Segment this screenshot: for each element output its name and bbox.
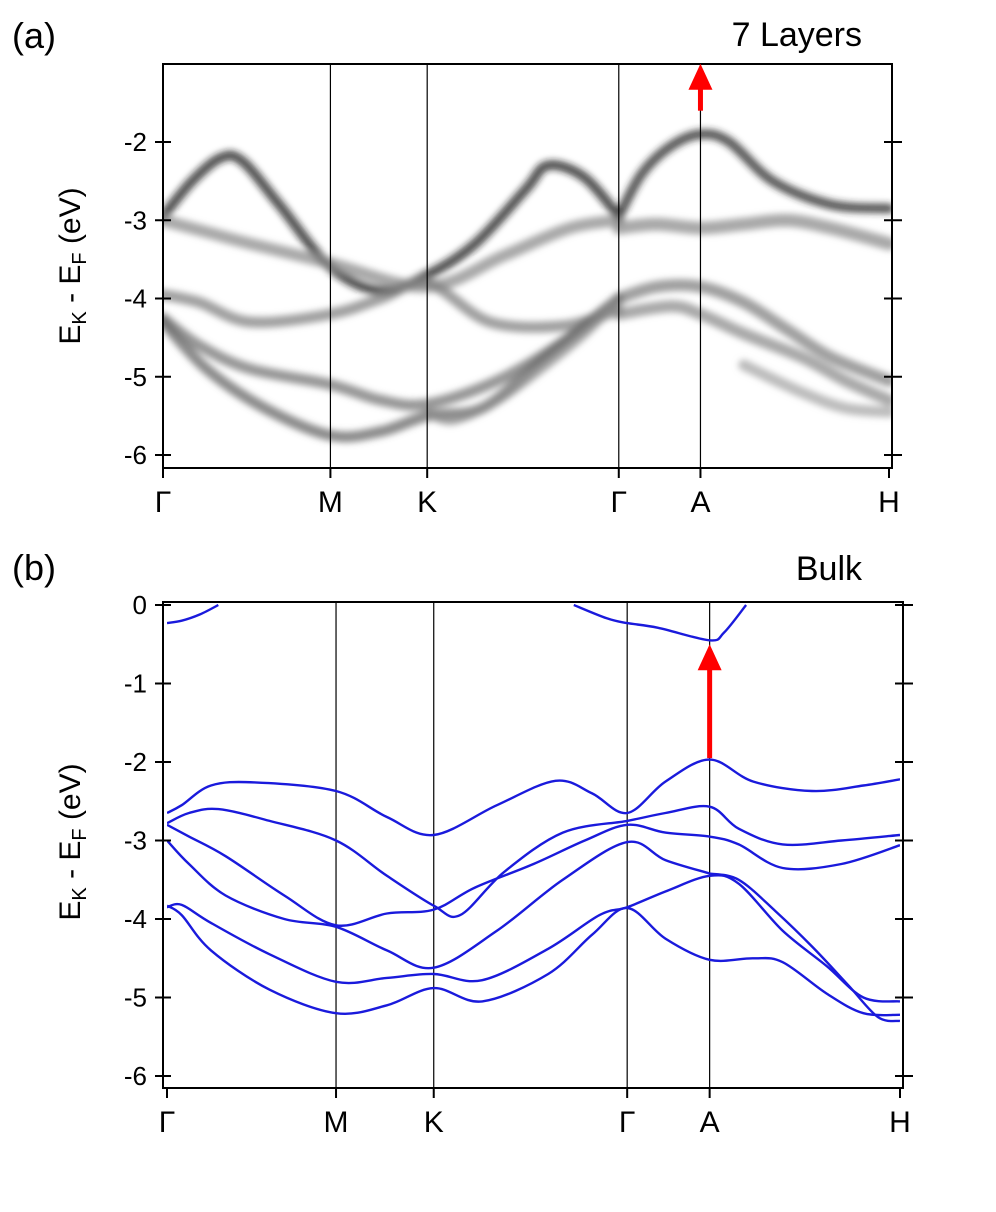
intensity-band-2 xyxy=(163,214,625,293)
panel-a-heatmap xyxy=(163,129,892,443)
k-tick-label-5: H xyxy=(878,486,900,519)
intensity-band-9 xyxy=(612,300,892,407)
panel-a-symmetry-lines xyxy=(329,64,702,468)
band-line-7 xyxy=(167,904,900,1017)
y-tick-label-0: 0 xyxy=(133,590,147,620)
panel-a-y-label: EK - EF (eV) xyxy=(54,187,91,344)
band-line-6 xyxy=(167,873,900,1003)
band-line-5 xyxy=(167,839,710,970)
arrow-head xyxy=(688,63,713,90)
k-tick-label-1: M xyxy=(318,486,343,519)
panel-a: (a) 7 Layers -2 -3 -4 -5 -6 Γ M K Γ A H EK - EF (… xyxy=(12,15,902,519)
y-tick-label-3: -3 xyxy=(124,826,147,856)
panel-b-title: Bulk xyxy=(796,550,863,588)
intensity-band-5 xyxy=(163,293,625,443)
band-line-8 xyxy=(709,872,900,1023)
panel-a-y-ticks: -2 -3 -4 -5 -6 xyxy=(124,127,902,470)
band-line-1 xyxy=(573,604,748,642)
panel-a-letter: (a) xyxy=(12,15,56,56)
band-line-3 xyxy=(167,804,900,919)
intensity-band-10 xyxy=(738,359,892,418)
k-tick-label-5: H xyxy=(889,1106,911,1139)
y-tick-label-4: -4 xyxy=(124,904,147,934)
band-line-2 xyxy=(167,758,900,837)
y-tick-label-2: -2 xyxy=(124,747,147,777)
k-tick-label-4: A xyxy=(690,486,710,519)
k-tick-label-2: K xyxy=(424,1106,444,1139)
k-tick-label-2: K xyxy=(417,486,437,519)
intensity-band-7 xyxy=(612,213,892,251)
panel-b-y-ticks: 0 -1 -2 -3 -4 -5 -6 xyxy=(124,590,913,1091)
panel-b-arrow xyxy=(697,644,722,759)
y-tick-label-2: -4 xyxy=(124,284,147,314)
k-tick-label-1: M xyxy=(324,1106,349,1139)
y-tick-label-3: -5 xyxy=(124,362,147,392)
y-tick-label-4: -6 xyxy=(124,440,147,470)
panel-b-y-label: EK - EF (eV) xyxy=(54,763,91,920)
k-tick-label-3: Γ xyxy=(611,486,628,519)
panel-b-frame xyxy=(162,601,904,1089)
panel-b-symmetry-lines xyxy=(335,602,711,1088)
k-tick-label-0: Γ xyxy=(159,1106,176,1139)
intensity-band-6 xyxy=(422,293,624,426)
band-line-0 xyxy=(167,604,219,625)
panel-b-bands xyxy=(167,604,900,1023)
panel-a-frame xyxy=(162,63,893,469)
intensity-band-0 xyxy=(163,150,624,296)
y-tick-label-6: -6 xyxy=(124,1061,147,1091)
intensity-band-1 xyxy=(613,129,892,222)
y-tick-label-1: -1 xyxy=(124,669,147,699)
intensity-band-3 xyxy=(163,276,625,333)
y-tick-label-5: -5 xyxy=(124,983,147,1013)
intensity-band-8 xyxy=(612,279,892,387)
band-line-4 xyxy=(167,823,900,927)
panel-b-letter: (b) xyxy=(12,547,56,588)
panel-a-arrow xyxy=(688,63,713,111)
k-tick-label-4: A xyxy=(700,1106,720,1139)
k-tick-label-0: Γ xyxy=(155,486,172,519)
arrow-head xyxy=(697,644,722,671)
y-tick-label-0: -2 xyxy=(124,127,147,157)
k-tick-label-3: Γ xyxy=(619,1106,636,1139)
y-tick-label-1: -3 xyxy=(124,205,147,235)
panel-b: (b) Bulk 0 -1 -2 -3 -4 -5 -6 Γ M K Γ A H EK - EF (e… xyxy=(12,547,913,1139)
panel-a-title: 7 Layers xyxy=(732,16,862,54)
